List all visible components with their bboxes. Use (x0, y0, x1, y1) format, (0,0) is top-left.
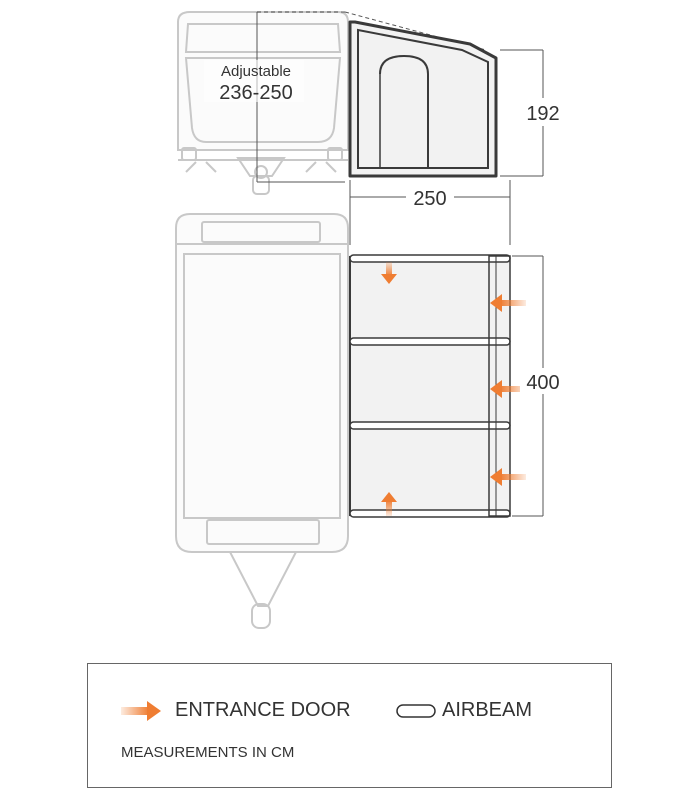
width-label: 250 (413, 188, 446, 210)
awning-side-view (348, 20, 498, 178)
legend-entrance-label: ENTRANCE DOOR (175, 699, 351, 721)
entrance-arrow-side-1 (490, 294, 526, 312)
entrance-arrow-side-2 (490, 380, 526, 398)
legend-airbeam-label: AIRBEAM (442, 699, 533, 721)
legend-entrance: ENTRANCE DOOR (121, 699, 351, 722)
length-label: 400 (526, 372, 559, 394)
airbeam-capsule-icon (396, 703, 436, 718)
adjustable-label-bg (204, 60, 304, 102)
awning-diagram: Adjustable 236-250 192 250 (175, 11, 566, 629)
adjustable-label: Adjustable (221, 63, 291, 80)
length-label-bg (520, 368, 566, 394)
legend-box: ENTRANCE DOOR AIRBEAM MEASUREMENTS IN CM (87, 663, 612, 788)
airbeam-4 (349, 509, 511, 518)
entrance-arrow-front-top (381, 262, 397, 284)
adjustable-range-label: 236-250 (219, 82, 292, 104)
height-label: 192 (526, 103, 559, 125)
airbeam-2 (349, 337, 511, 346)
legend-airbeam: AIRBEAM (396, 699, 532, 722)
width-label-bg (406, 186, 454, 210)
airbeam-1 (349, 254, 511, 263)
measurements-note: MEASUREMENTS IN CM (121, 744, 295, 761)
airbeam-3 (349, 421, 511, 430)
orange-arrow-icon (121, 700, 161, 721)
entrance-arrow-side-3 (490, 468, 526, 486)
awning-plan-view (349, 254, 511, 518)
entrance-arrow-front-bottom (381, 492, 397, 516)
caravan-plan-view (175, 213, 349, 629)
entrance-door-arrows (381, 262, 526, 516)
height-label-bg (522, 98, 564, 126)
